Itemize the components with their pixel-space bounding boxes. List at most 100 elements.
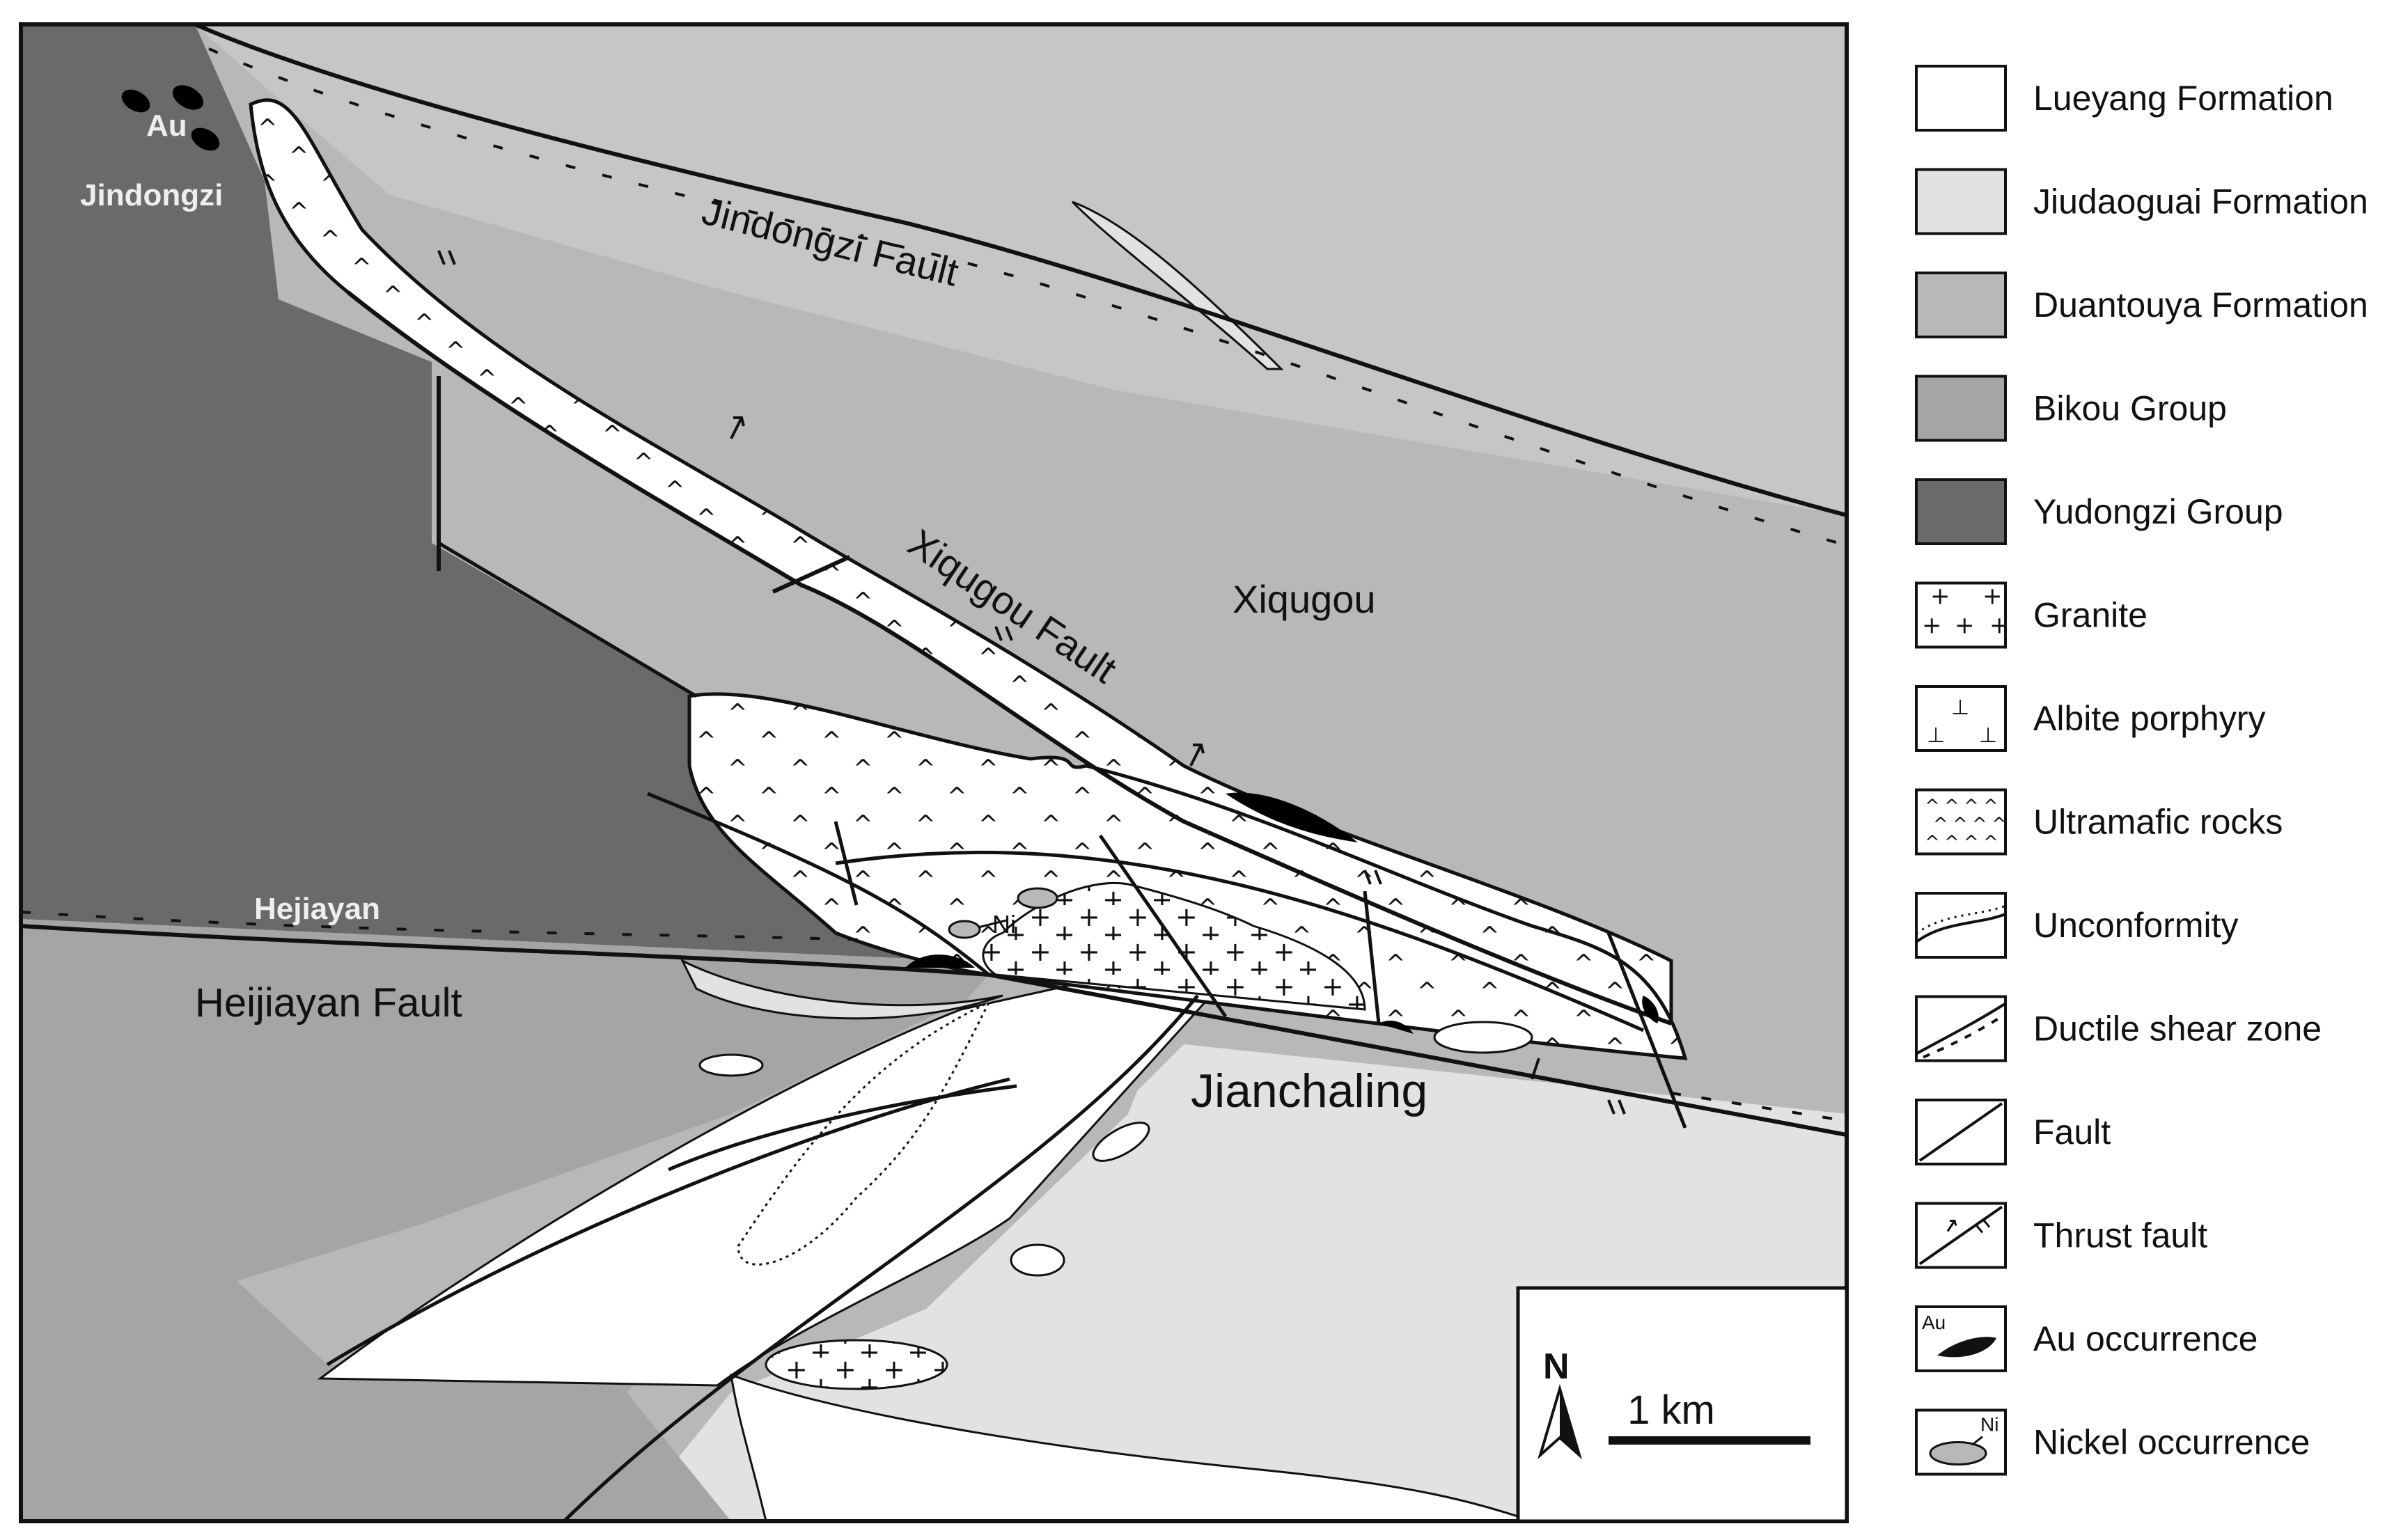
legend-item: Jiudaoguai Formation [1915,168,2368,235]
thrust-ticks [437,250,1626,1115]
legend-item: Au Au occurrence [1915,1305,2258,1372]
granite-icon: +++++ [1915,581,2010,649]
nickel-occurrence-icon: Ni [1915,1408,2007,1476]
lueyang-south-stripe [730,1373,1533,1521]
svg-text:^: ^ [1983,833,1998,854]
svg-text:^: ^ [1925,796,1940,817]
place-label-jindongzi: Jindongzi [80,178,223,212]
fault-internal-1 [647,792,990,976]
jianchaling-ultramafic-pattern [689,693,1685,1058]
fault-icon [1915,1099,2007,1165]
fault-short-ne [772,555,851,594]
ni-occurrence-symbol [948,887,1058,939]
unconformity-icon [1915,892,2007,959]
svg-text:⊥: ⊥ [1979,723,1997,748]
svg-text:^: ^ [1944,796,1959,817]
svg-text:+: + [1955,612,1975,640]
legend-label: Granite [2033,596,2147,635]
lueyang-lens [737,1000,992,1266]
svg-text:^: ^ [1944,833,1959,854]
svg-text:Ni: Ni [1980,1414,1998,1436]
svg-text:^: ^ [1953,815,1968,835]
legend-label: Yudongzi Group [2033,492,2283,531]
svg-text:^: ^ [1925,833,1940,854]
legend-label: Ultramafic rocks [2033,803,2283,842]
ductile-shear-zone-icon [1915,995,2007,1062]
albite-porphyry-icon: ⊥⊥⊥ [1915,685,2007,752]
albite-porphyry-lens [680,958,1003,1020]
svg-text:⊥: ⊥ [1951,696,1969,720]
legend-item: ^^^^^^^^^^^^Ultramafic rocks [1915,788,2283,856]
legend-label: Unconformity [2033,906,2239,945]
legend-label: Nickel occurrence [2033,1423,2310,1462]
place-label-hejiayan: Hejiayan [254,892,380,926]
map-frame [19,22,1849,1523]
svg-text:^: ^ [1933,815,1948,835]
svg-text:^: ^ [1964,833,1979,854]
legend-item: Ductile shear zone [1915,995,2322,1062]
legend-label: Lueyang Formation [2033,79,2333,118]
au-occurrences [121,85,1659,1034]
north-scale-panel: N 1 km [1516,1286,1849,1523]
ultramafic-icon: ^^^^^^^^^^^^ [1915,788,2007,856]
legend-label: Bikou Group [2033,389,2227,428]
svg-text:^: ^ [1992,815,2007,835]
legend-swatch [1915,272,2007,338]
occurrence-label-ni: Ni [992,910,1016,938]
legend-item: Thrust fault [1915,1202,2207,1269]
legend-label: Thrust fault [2033,1216,2207,1255]
granite-lens-pattern [766,1340,947,1389]
granite-body-pattern [983,883,1365,1009]
legend-item: +++++ Granite [1915,581,2147,649]
scale-bar [1609,1436,1810,1445]
legend-item: Ni Nickel occurrence [1915,1408,2310,1476]
fault-southwest-1 [326,1077,1010,1367]
scale-label: 1 km [1627,1388,1715,1433]
place-label-jianchaling: Jianchaling [1191,1064,1427,1117]
legend-label: Au occurrence [2033,1319,2258,1358]
yudongzi-group-area [21,24,961,961]
fault-internal-3 [835,850,1645,1032]
jiudaoguai-belt-north [195,24,1847,515]
lueyang-formation-stripe [317,980,1207,1387]
legend-swatch [1915,65,2007,132]
thrust-arrows [730,416,1540,1080]
au-occurrence-icon: Au [1915,1305,2007,1372]
svg-text:^: ^ [1972,815,1987,835]
legend-swatch [1915,478,2007,545]
albite-porphyry-lens-3 [1092,1122,1150,1162]
legend-item: ⊥⊥⊥Albite porphyry [1915,685,2266,752]
heijiayan-fault-shear-marks [21,911,871,941]
legend-swatch [1915,375,2007,442]
thrust-fault-icon [1915,1202,2007,1269]
svg-text:Au: Au [1922,1312,1946,1333]
jindongzi-fault-line [194,24,1847,517]
svg-text:⊥: ⊥ [1927,723,1945,748]
legend-label: Duantouya Formation [2033,285,2368,324]
svg-text:^: ^ [1964,796,1979,817]
svg-text:+: + [1989,612,2010,640]
legend-swatch [1915,168,2007,235]
legend-label: Fault [2033,1113,2111,1152]
fault-internal-4 [1098,834,1228,1018]
svg-text:+: + [1930,583,1950,611]
legend-item: Yudongzi Group [1915,478,2283,545]
legend-item: Unconformity [1915,892,2239,959]
fault-south-diagonal [563,994,1199,1521]
place-label-xiqugou: Xiqugou [1233,577,1376,621]
heijiayan-fault-line [21,924,1847,1137]
svg-text:+: + [1982,583,2003,611]
fault-east-tip [1606,932,1687,1129]
legend-item: Bikou Group [1915,375,2227,442]
xiqugou-fault-line [347,290,1672,1026]
fault-southwest-2 [668,1084,1017,1172]
fault-internal-5 [1363,890,1381,1024]
svg-text:^: ^ [1983,796,1998,817]
legend-item: Fault [1915,1099,2111,1165]
place-label-au: Au [146,109,187,143]
north-label: N [1543,1346,1570,1387]
legend-label: Jiudaoguai Formation [2033,182,2368,221]
granite-lens-east [1433,1021,1533,1054]
